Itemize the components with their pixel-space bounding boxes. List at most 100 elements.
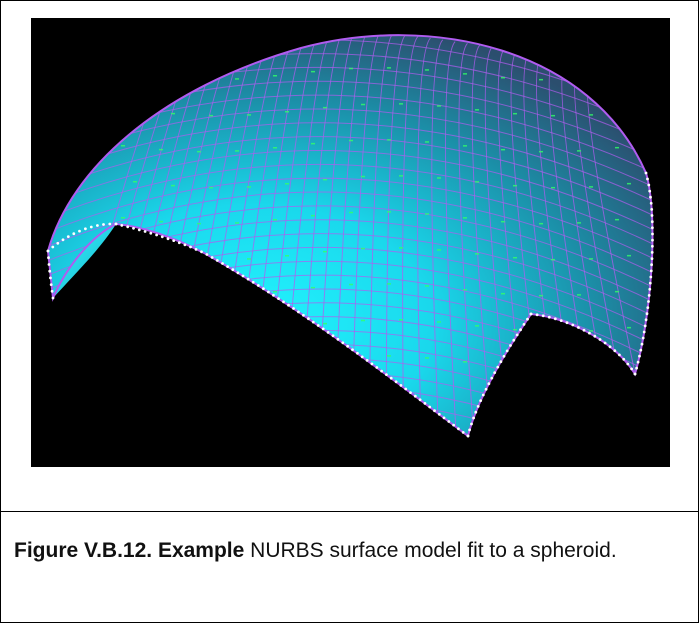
edge-control-point (78, 229, 81, 233)
edge-control-point (437, 412, 441, 416)
edge-control-point (413, 394, 417, 398)
control-marker (463, 361, 467, 363)
control-marker (209, 186, 213, 189)
edge-control-point (351, 348, 354, 352)
edge-control-point (505, 349, 509, 353)
edge-control-point (593, 334, 597, 338)
edge-control-point (108, 222, 112, 226)
edge-control-point (48, 269, 52, 273)
edge-control-point (613, 349, 617, 353)
edge-control-point (468, 428, 471, 432)
edge-control-point (360, 355, 364, 359)
control-marker (387, 211, 391, 213)
edge-control-point (636, 360, 640, 364)
control-marker (577, 222, 581, 224)
control-marker (273, 219, 277, 221)
control-marker (463, 289, 467, 291)
edge-control-point (479, 399, 483, 402)
edge-control-point (651, 238, 654, 242)
edge-control-point (582, 328, 586, 332)
edge-control-point (648, 287, 652, 291)
control-marker (247, 186, 251, 188)
edge-control-point (394, 380, 398, 384)
control-marker (121, 217, 125, 219)
control-marker (159, 148, 163, 151)
control-marker (361, 247, 365, 250)
edge-control-point (608, 345, 612, 349)
edge-control-point (418, 398, 422, 402)
edge-control-point (89, 225, 93, 229)
edge-control-point (302, 313, 305, 317)
edge-control-point (650, 208, 654, 211)
control-marker (539, 150, 543, 153)
edge-control-point (102, 223, 105, 226)
edge-control-point (47, 263, 51, 266)
control-marker (361, 319, 365, 322)
edge-control-point (547, 315, 551, 319)
control-marker (463, 73, 467, 75)
edge-control-point (205, 253, 209, 256)
control-marker (513, 112, 517, 115)
control-marker (627, 326, 631, 329)
edge-control-point (132, 226, 135, 230)
edge-control-point (650, 251, 654, 254)
edge-control-point (638, 354, 641, 358)
edge-control-point (490, 376, 494, 380)
edge-control-point (529, 312, 533, 316)
control-marker (361, 103, 365, 106)
edge-control-point (321, 327, 325, 331)
edge-control-point (326, 331, 330, 334)
control-marker (171, 184, 175, 187)
edge-control-point (385, 373, 388, 376)
control-marker (539, 294, 543, 297)
edge-control-point (651, 232, 654, 236)
control-marker (159, 220, 163, 223)
grid-meridian (431, 39, 444, 436)
edge-control-point (399, 384, 403, 387)
edge-control-point (651, 244, 654, 248)
edge-control-point (649, 275, 653, 279)
dome-surface (48, 35, 653, 436)
edge-control-point (370, 362, 374, 366)
edge-control-point (512, 338, 516, 342)
edge-control-point (84, 227, 87, 231)
control-marker (235, 150, 239, 152)
grid-meridian (458, 43, 476, 436)
edge-control-point (487, 382, 491, 386)
grid-parallel (48, 122, 653, 212)
edge-control-point (215, 259, 219, 262)
edge-control-point (241, 274, 245, 278)
edge-control-point (251, 280, 255, 284)
edge-control-point (644, 171, 648, 175)
figure-image-cell (1, 1, 698, 512)
edge-control-point (647, 300, 650, 303)
edge-control-point (509, 344, 512, 347)
grid-parallel (48, 136, 653, 226)
edge-control-point (236, 271, 240, 275)
control-marker (399, 103, 403, 105)
edge-control-point (331, 334, 335, 338)
control-marker (551, 186, 555, 189)
edge-control-point (647, 183, 651, 187)
grid-meridian (417, 37, 431, 436)
control-marker (323, 322, 327, 325)
edge-control-point (588, 331, 591, 335)
edge-control-point (183, 243, 187, 247)
control-marker (551, 114, 555, 117)
control-marker (209, 114, 213, 117)
edge-control-point (598, 338, 602, 341)
edge-control-point (481, 393, 485, 397)
edge-control-point (61, 238, 65, 242)
edge-control-point (307, 317, 310, 321)
edge-control-point (200, 250, 203, 254)
edge-control-point (72, 232, 76, 236)
control-marker (615, 290, 619, 293)
edge-control-point (336, 337, 340, 341)
edge-control-point (137, 228, 141, 232)
edge-control-point (49, 276, 52, 280)
edge-control-point (649, 201, 653, 205)
control-marker (311, 214, 315, 217)
control-marker (615, 146, 619, 149)
control-marker (589, 258, 593, 260)
edge-control-point (515, 333, 519, 337)
